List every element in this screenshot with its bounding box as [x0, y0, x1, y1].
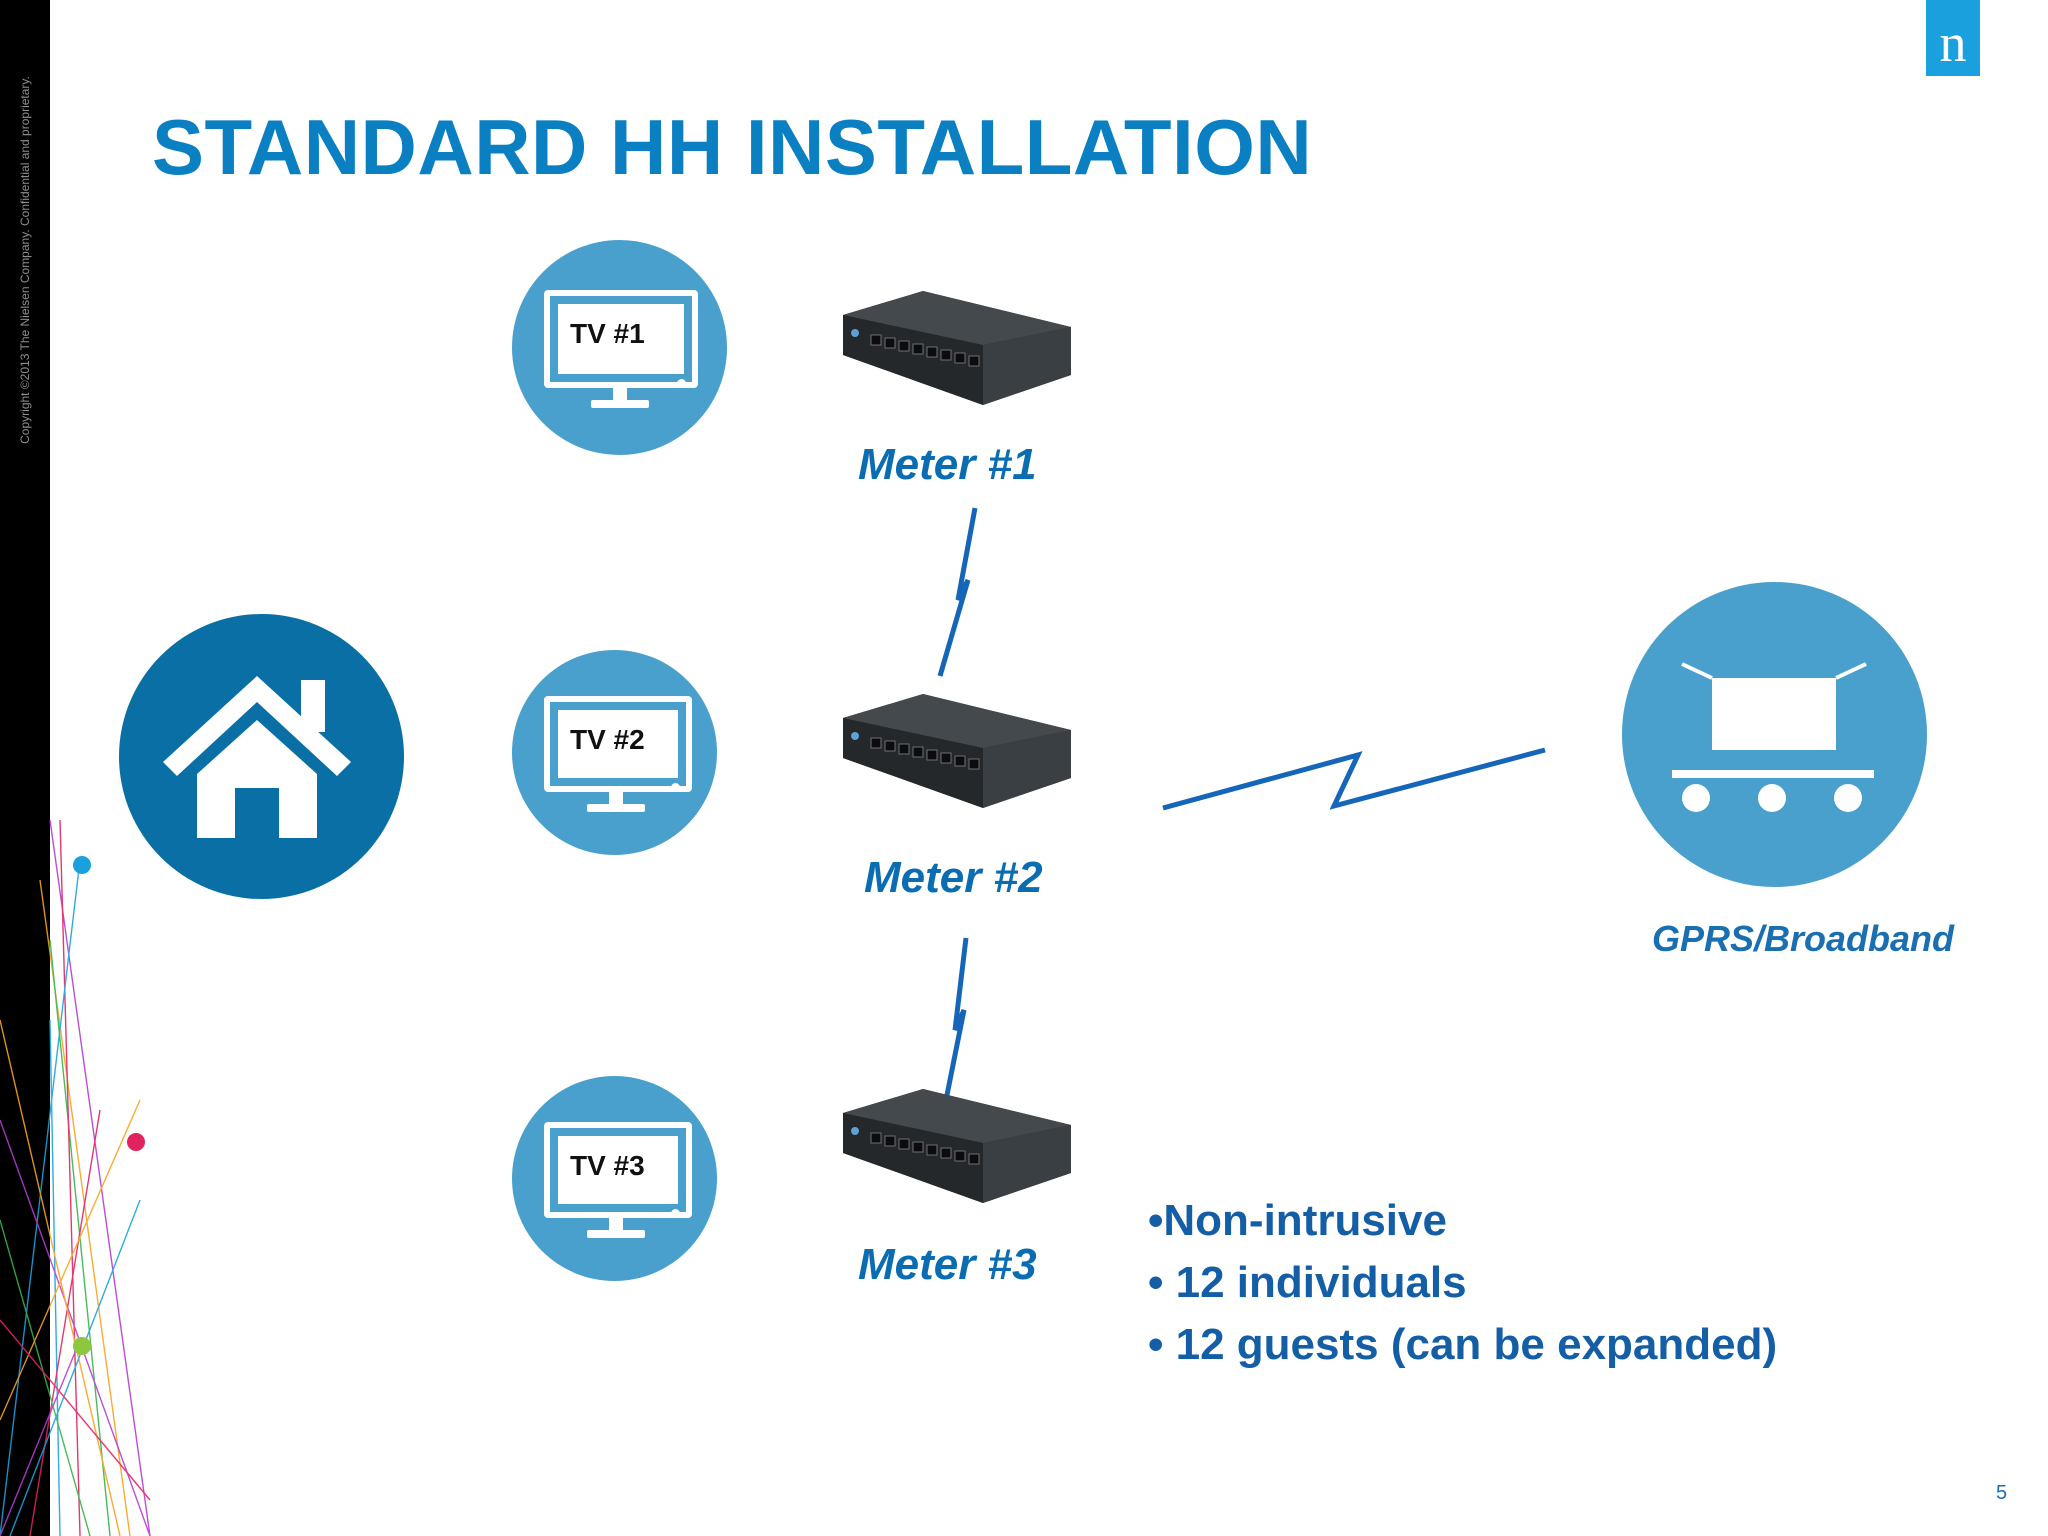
- decorative-string-art: [0, 820, 151, 1536]
- tv-icon-1: TV #1: [512, 240, 727, 455]
- feature-item-guests: • 12 guests (can be expanded): [1148, 1320, 1778, 1369]
- decor-dot-blue: [73, 856, 91, 874]
- tv-screen-3: TV #3: [544, 1122, 692, 1218]
- left-sidebar: [0, 0, 50, 1536]
- feature-item-individuals: • 12 individuals: [1148, 1258, 1467, 1307]
- meter-label-2: Meter #2: [864, 853, 1043, 902]
- tv-screen-2: TV #2: [544, 696, 692, 792]
- house-icon: [163, 676, 351, 838]
- page-number: 5: [1996, 1482, 2008, 1504]
- home-icon: [119, 614, 404, 899]
- decor-dot-red: [127, 1133, 145, 1151]
- decor-dot-green: [73, 1337, 91, 1355]
- cart-transmission-icon: [1672, 662, 1874, 812]
- nielsen-logo: n: [1926, 0, 1980, 76]
- feature-item-non-intrusive: •Non-intrusive: [1148, 1196, 1447, 1245]
- tv-label-3: TV #3: [558, 1136, 678, 1204]
- meter-device-1: [843, 291, 1071, 405]
- link-meter2-gprs: [1162, 747, 1546, 811]
- meter-label-3: Meter #3: [858, 1240, 1037, 1289]
- page-title: STANDARD HH INSTALLATION: [152, 103, 1313, 191]
- tv-label-1: TV #1: [558, 304, 684, 374]
- tv-screen-1: TV #1: [544, 290, 698, 388]
- meter-device-2: [843, 694, 1071, 808]
- tv-label-2: TV #2: [558, 710, 678, 778]
- link-meter1-meter2: [937, 507, 978, 677]
- gprs-icon: [1622, 582, 1927, 887]
- tv-icon-3: TV #3: [512, 1076, 717, 1281]
- tv-icon-2: TV #2: [512, 650, 717, 855]
- gprs-label: GPRS/Broadband: [1652, 918, 1955, 959]
- link-meter2-meter3: [943, 937, 969, 1101]
- feature-list: •Non-intrusive • 12 individuals • 12 gue…: [1148, 1190, 1777, 1376]
- meter-device-3: [843, 1089, 1071, 1203]
- meter-label-1: Meter #1: [858, 440, 1037, 489]
